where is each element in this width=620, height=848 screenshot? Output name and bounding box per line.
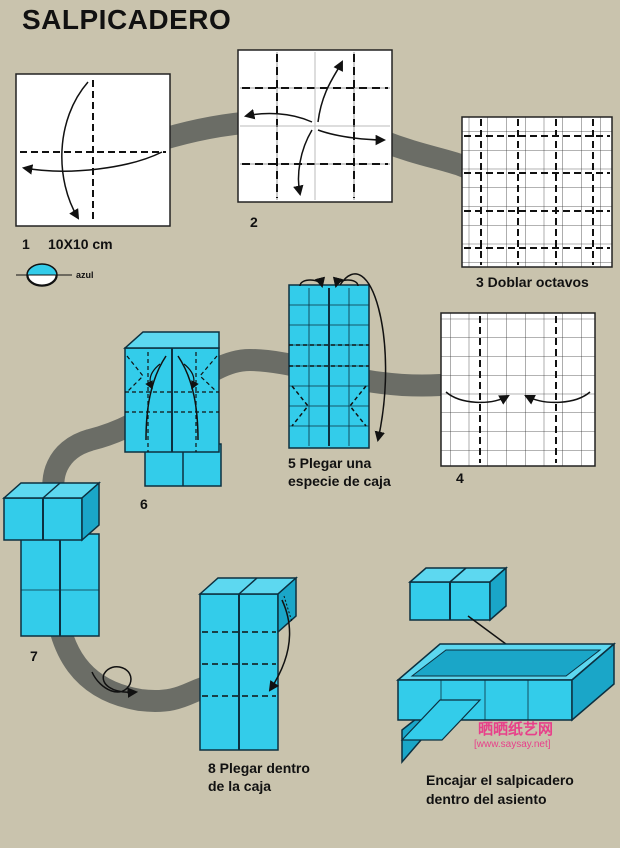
step2-diagram <box>237 49 393 203</box>
step5-label-line1: 5 Plegar una <box>288 455 372 471</box>
step8-label-line1: 8 Plegar dentro <box>208 760 310 776</box>
step1-size-label: 10X10 cm <box>48 236 113 252</box>
step9-seat <box>395 642 617 765</box>
rotate-arrow <box>91 666 139 698</box>
step3-diagram <box>461 116 613 268</box>
watermark-logo: 晒晒纸艺网 <box>478 720 554 738</box>
step8-label-line2: de la caja <box>208 778 272 794</box>
step6-label: 6 <box>140 496 148 512</box>
watermark-url: [www.saysay.net] <box>474 739 551 750</box>
step5-diagram <box>288 273 387 449</box>
step6-diagram <box>123 331 222 487</box>
step5-label-line2: especie de caja <box>288 473 391 489</box>
step1-diagram <box>15 73 171 227</box>
step8-diagram <box>198 576 298 751</box>
color-swatch <box>16 263 72 287</box>
step7-diagram <box>2 481 101 637</box>
step1-number: 1 <box>22 236 30 252</box>
step2-label: 2 <box>250 214 258 230</box>
step4-diagram <box>440 312 596 467</box>
color-label: azul <box>76 270 94 280</box>
step7-label: 7 <box>30 648 38 664</box>
page-title: SALPICADERO <box>22 4 232 35</box>
step3-label: 3 Doblar octavos <box>476 274 589 290</box>
step9-label-line2: dentro del asiento <box>426 791 547 807</box>
step4-label: 4 <box>456 470 464 486</box>
step9-dashboard <box>408 566 508 622</box>
step9-label-line1: Encajar el salpicadero <box>426 772 574 788</box>
